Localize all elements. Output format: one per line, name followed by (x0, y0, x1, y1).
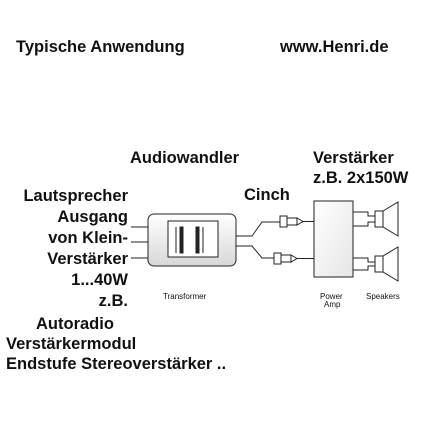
speaker-icon (374, 246, 399, 282)
example-line: Autoradio (36, 315, 114, 333)
page-title: Typische Anwendung (16, 38, 185, 56)
source-line: Ausgang (57, 208, 128, 226)
transformer-caption: Transformer (163, 292, 207, 301)
speakers-caption: Speakers (366, 292, 400, 301)
source-line: Verstärker (47, 250, 128, 268)
amplifier-box (313, 200, 354, 278)
website-label: www.Henri.de (280, 38, 389, 56)
output-wire-2 (236, 245, 274, 259)
power-amp-caption-line2: Amp (324, 300, 341, 309)
source-line: 1...40W (71, 271, 128, 289)
cinch-plug-1 (279, 215, 304, 228)
transformer-symbol (167, 220, 219, 258)
amplifier-label-line1: Verstärker (313, 149, 394, 167)
converter-label: Audiowandler (130, 149, 240, 167)
amplifier-io (304, 211, 375, 271)
source-line: von Klein- (48, 229, 128, 247)
source-description: Lautsprecher Ausgang von Klein- Verstärk… (6, 186, 128, 312)
cinch-label: Cinch (244, 186, 290, 204)
output-wire-1 (236, 221, 280, 237)
examples-text: Autoradio Verstärkermodul Endstufe Stere… (6, 314, 226, 374)
amplifier-label-line2: z.B. 2x150W (313, 169, 409, 187)
power-amp-caption-line1: Power (320, 292, 343, 301)
example-line: Endstufe Stereoverstärker .. (6, 355, 227, 373)
source-line: Lautsprecher (23, 187, 128, 205)
speaker-icon (374, 201, 399, 237)
source-line: z.B. (98, 292, 128, 310)
example-line: Verstärkermodul (6, 335, 137, 353)
cinch-plug-2 (273, 252, 304, 265)
